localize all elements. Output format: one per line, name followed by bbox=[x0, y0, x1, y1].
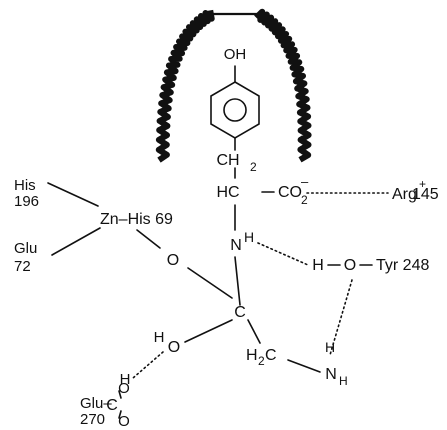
label-glu-270-b: 270 bbox=[80, 411, 105, 428]
label-h-ho: H bbox=[154, 329, 165, 346]
hydrogen-bonds bbox=[132, 192, 389, 379]
label-arg-sup: + bbox=[419, 177, 426, 191]
label-c-glu: C bbox=[106, 397, 118, 414]
label-co2-sub: 2 bbox=[301, 193, 308, 207]
label-h2c-h: H bbox=[246, 347, 258, 364]
bond-h2c-n bbox=[287, 359, 321, 373]
bond-zn-o bbox=[136, 229, 161, 249]
bond-glu72-zn bbox=[51, 227, 101, 256]
bond-n-c bbox=[234, 256, 241, 306]
bond-his196-zn bbox=[47, 182, 99, 207]
label-glu-72-a: Glu bbox=[14, 240, 37, 257]
label-o-zn: O bbox=[167, 252, 179, 269]
label-o-ho: O bbox=[168, 339, 180, 356]
label-nh-h: H bbox=[244, 229, 254, 245]
hbond-tyr-nh bbox=[329, 279, 353, 356]
bond-c-h2c bbox=[247, 319, 261, 344]
label-h-glu: H bbox=[120, 371, 131, 388]
label-tyr-248: Tyr 248 bbox=[376, 257, 429, 274]
phenyl-ring bbox=[210, 81, 260, 139]
label-glu-270-a: Glu– bbox=[80, 395, 112, 412]
pocket-left-wall bbox=[155, 9, 215, 163]
label-o-tyr: O bbox=[344, 257, 356, 274]
label-ch2-sub: 2 bbox=[250, 160, 257, 174]
label-o-glu-top: O bbox=[118, 380, 130, 397]
label-glu-72-b: 72 bbox=[14, 258, 31, 275]
label-his-196-a: His bbox=[14, 177, 36, 194]
bonds bbox=[47, 65, 373, 419]
label-o-glu-bot: O bbox=[118, 413, 130, 430]
hbond-nh-tyr bbox=[257, 242, 309, 266]
label-hc: HC bbox=[216, 184, 239, 201]
bond-o-c bbox=[187, 267, 233, 299]
label-co2-sup: – bbox=[301, 174, 309, 189]
hbond-oh-glu bbox=[132, 351, 164, 379]
label-arg-num: 145 bbox=[412, 186, 439, 203]
label-nh-bottom-h2: H bbox=[339, 374, 348, 388]
label-oh-top: OH bbox=[224, 46, 247, 63]
label-h2c-sub: 2 bbox=[258, 354, 265, 368]
bond-glu-c-o-bot bbox=[118, 410, 122, 419]
bond-c-o bbox=[184, 319, 233, 343]
pocket-right-wall bbox=[254, 8, 312, 163]
label-nh-n: N bbox=[230, 237, 242, 254]
label-nh-bottom-n: N bbox=[325, 366, 337, 383]
label-ch2: CH bbox=[216, 152, 239, 169]
label-his-196-b: 196 bbox=[14, 193, 39, 210]
bond-glu-c-o-top bbox=[118, 390, 122, 399]
label-zn-his69: Zn–His 69 bbox=[100, 211, 173, 228]
label-h-tyr: H bbox=[312, 257, 324, 274]
label-c-center: C bbox=[234, 304, 246, 321]
label-nh-bottom-h: H bbox=[325, 339, 335, 355]
label-arg: Arg bbox=[392, 186, 417, 203]
hydrophobic-pocket bbox=[155, 8, 312, 163]
label-co2: CO bbox=[278, 184, 302, 201]
label-h2c-c: C bbox=[265, 347, 277, 364]
atom-labels: OH CH 2 HC CO 2 – Arg + 145 N H His 196 … bbox=[14, 46, 439, 430]
